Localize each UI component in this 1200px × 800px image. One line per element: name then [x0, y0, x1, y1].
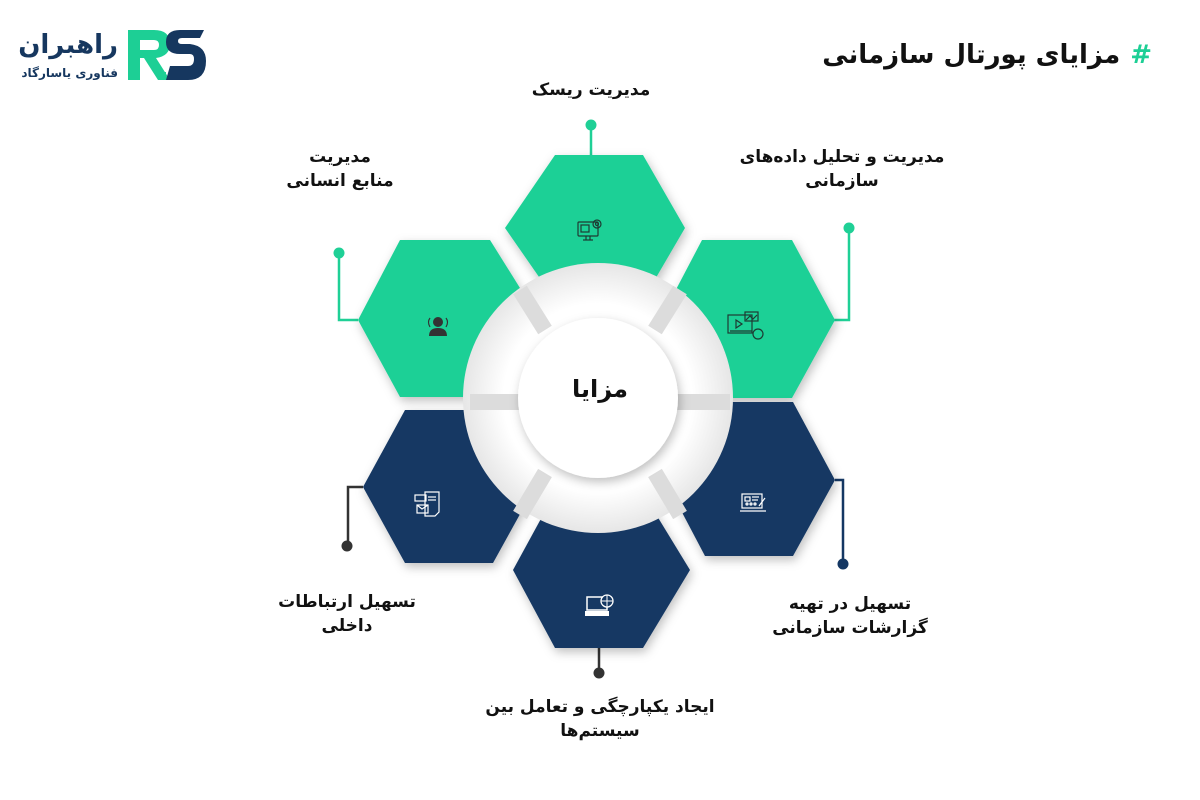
label-hr-line2: منابع انسانی	[286, 171, 394, 191]
connector-reports	[835, 478, 849, 570]
label-integration-line1: ایجاد یکپارچگی و تعامل بین	[485, 697, 715, 717]
hex-integration[interactable]	[513, 493, 690, 648]
label-reports: تسهیل در تهیه گزارشات سازمانی	[760, 592, 940, 640]
brand-name: راهبران	[18, 30, 118, 60]
rs-logo-mark-icon	[128, 30, 206, 80]
hash-icon: #	[1130, 40, 1152, 70]
page-title: # مزایای پورتال سازمانی	[822, 40, 1152, 70]
ring-dividers	[470, 285, 730, 520]
connector-communication	[341, 485, 363, 552]
label-reports-line1: تسهیل در تهیه	[788, 594, 912, 614]
label-data-line2: سازمانی	[805, 171, 879, 191]
label-data-line1: مدیریت و تحلیل داده‌های	[739, 147, 945, 167]
person-broadcast-icon	[427, 317, 449, 336]
laptop-globe-icon	[585, 594, 614, 616]
label-communication-line2: داخلی	[321, 616, 373, 636]
connector-risk	[585, 119, 597, 157]
label-risk: مدیریت ریسک	[531, 80, 651, 100]
label-reports-line2: گزارشات سازمانی	[772, 618, 928, 638]
center-label: مزایا	[571, 375, 629, 403]
label-data: مدیریت و تحلیل داده‌های سازمانی	[712, 145, 972, 193]
video-image-dollar-icon	[727, 311, 764, 340]
label-hr: مدیریت منابع انسانی	[270, 145, 410, 193]
label-communication: تسهیل ارتباطات داخلی	[262, 590, 432, 638]
connector-hr	[333, 247, 358, 322]
label-integration: ایجاد یکپارچگی و تعامل بین سیستم‌ها	[460, 695, 740, 743]
label-hr-line1: مدیریت	[309, 147, 371, 167]
document-mail-icon	[414, 491, 440, 517]
label-integration-line2: سیستم‌ها	[560, 721, 640, 741]
label-communication-line1: تسهیل ارتباطات	[278, 592, 416, 612]
laptop-edit-icon	[740, 493, 766, 512]
page-title-text: مزایای پورتال سازمانی	[822, 40, 1121, 70]
connector-data	[832, 222, 855, 322]
center-circle[interactable]	[518, 318, 678, 478]
brand-subtitle: فناوری یاسارگاد	[21, 66, 118, 80]
monitor-gear-icon	[577, 219, 602, 241]
